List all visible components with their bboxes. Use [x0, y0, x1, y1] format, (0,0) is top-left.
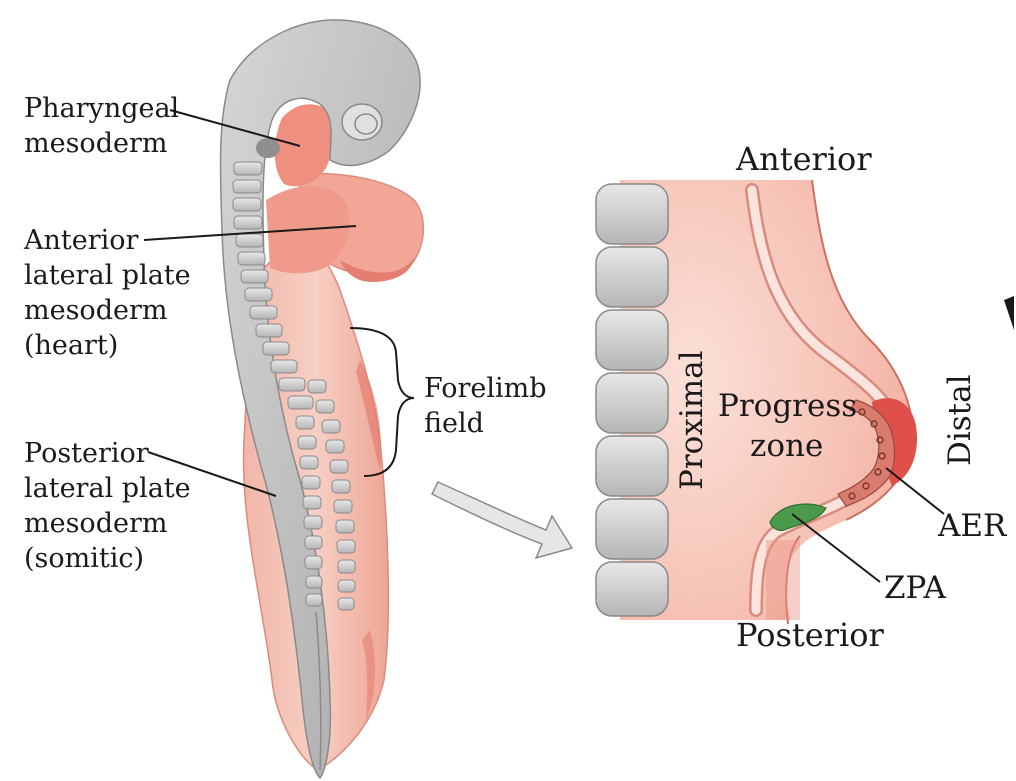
label-anterior-lpm-2: lateral plate	[24, 260, 191, 291]
label-anterior: Anterior	[735, 140, 872, 178]
label-anterior-lpm-3: mesoderm	[24, 295, 167, 326]
label-forelimb-2: field	[424, 408, 484, 439]
label-progress-zone-2: zone	[750, 428, 823, 464]
label-posterior-lpm-1: Posterior	[24, 438, 149, 469]
label-posterior: Posterior	[736, 616, 885, 654]
edge-mark	[1004, 296, 1014, 330]
label-aer: AER	[937, 508, 1008, 544]
leader-aer	[886, 468, 944, 514]
posterior-inner-shade	[766, 540, 800, 620]
label-posterior-lpm-4: (somitic)	[24, 543, 144, 574]
label-forelimb-1: Forelimb	[424, 373, 547, 404]
label-distal: Distal	[942, 374, 978, 466]
magnify-arrow	[432, 482, 572, 558]
label-zpa: ZPA	[884, 570, 947, 606]
label-posterior-lpm-2: lateral plate	[24, 473, 191, 504]
label-pharyngeal-1: Pharyngeal	[24, 93, 179, 124]
label-progress-zone-1: Progress	[718, 388, 857, 424]
embryo	[220, 20, 423, 778]
optic-vesicle	[342, 104, 382, 140]
label-posterior-lpm-3: mesoderm	[24, 508, 167, 539]
label-pharyngeal-2: mesoderm	[24, 128, 167, 159]
label-anterior-lpm-1: Anterior	[23, 225, 139, 256]
somite-column	[596, 184, 668, 616]
label-proximal: Proximal	[674, 350, 710, 490]
otic-vesicle	[256, 138, 280, 158]
label-anterior-lpm-4: (heart)	[24, 330, 118, 361]
